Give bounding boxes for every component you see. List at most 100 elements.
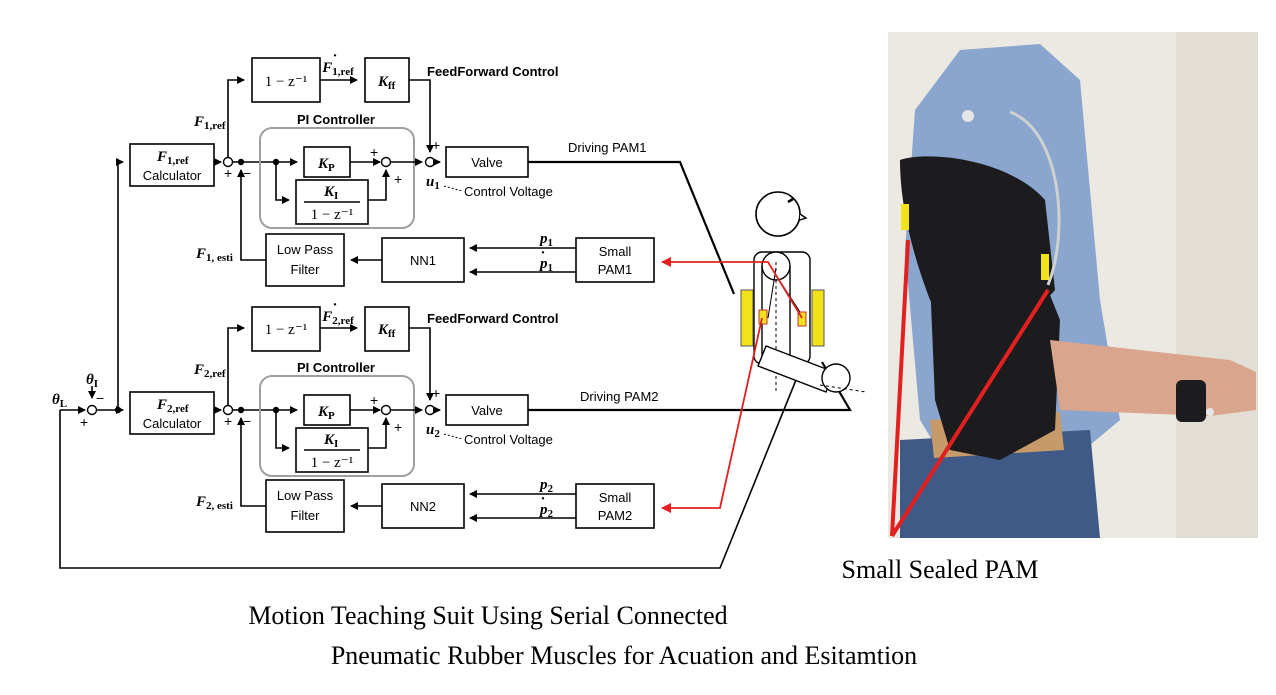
kp1-block [303,146,351,178]
diff2-block [251,306,321,352]
svg-text:+: + [394,171,402,187]
svg-text:Low Pass: Low Pass [277,488,334,503]
sum2-ff [424,404,436,416]
lpf2-block [265,479,345,533]
suit-figure [740,191,867,393]
svg-text:p1: p1 [538,256,553,274]
control-voltage-label-1: Control Voltage [464,184,553,199]
pam-right-icon [811,289,825,347]
calculator2-label: Calculator [143,416,202,431]
small-pam2-block [575,483,655,529]
svg-text:−: − [243,165,251,181]
small-pam1-block [575,237,655,283]
f2ref-label: F2,ref [193,362,226,380]
svg-text:KP: KP [317,404,335,422]
pi-controller-frame-1 [259,127,415,229]
diff1-block [251,57,321,103]
driving-pam1-label: Driving PAM1 [568,140,647,155]
svg-text:θI: θI [86,372,98,390]
u1-label: u1 [426,174,440,192]
u2-label: u2 [426,422,440,440]
svg-text:PAM2: PAM2 [598,508,632,523]
svg-text:+: + [370,144,378,160]
svg-text:·: · [541,491,545,507]
sum1-ff [424,156,436,168]
calculator1-block [129,143,215,187]
photo-caption: Small Sealed PAM [842,555,1039,584]
pi-controller-frame-2 [259,375,415,477]
valve1-label: Valve [471,155,503,170]
svg-text:NN1: NN1 [410,253,436,268]
calculator1-label: Calculator [143,168,202,183]
kff1-block [364,57,410,103]
elbow-sleeve [930,270,1060,460]
svg-text:p2: p2 [538,477,554,495]
svg-text:·: · [333,297,337,313]
f1dot-label: F1,ref [321,60,354,78]
svg-text:+: + [224,165,232,181]
svg-text:1 − z⁻¹: 1 − z⁻¹ [311,455,354,471]
svg-text:KI: KI [323,432,338,450]
f1esti-label: F1, esti [195,246,233,264]
feedforward-label-2: FeedForward Control [427,311,558,326]
pi-controller-label-2: PI Controller [297,360,375,375]
f2dot-label: F2,ref [321,309,354,327]
f1ref-label: F1,ref [193,114,226,132]
figure-head [755,191,801,237]
svg-text:1 − z⁻¹: 1 − z⁻¹ [265,322,308,338]
svg-text:1 − z⁻¹: 1 − z⁻¹ [311,207,354,223]
calculator2-block [129,391,215,435]
svg-text:·: · [333,48,337,64]
svg-text:Kff: Kff [377,322,396,340]
svg-text:Filter: Filter [291,262,321,277]
kff1-text: Kff [377,74,396,92]
f2esti-label: F2, esti [195,494,233,512]
svg-text:KP: KP [317,156,335,174]
svg-text:Low Pass: Low Pass [277,242,334,257]
sum1-pi [380,156,392,168]
control-voltage-label-2: Control Voltage [464,432,553,447]
svg-text:−: − [243,413,251,429]
svg-text:+: + [370,392,378,408]
svg-text:−: − [96,390,104,406]
sensing-arrows [661,257,803,513]
pam-left-icon [740,289,754,347]
svg-text:NN2: NN2 [410,499,436,514]
kp2-block [303,394,351,426]
nn1-block [381,237,465,283]
loop-2: 1 − z⁻¹ F2,ref · Kff FeedForward Control… [129,297,852,533]
valve2-block [445,394,529,426]
feedforward-label-1: FeedForward Control [427,64,558,79]
svg-text:KI: KI [323,184,338,202]
valve1-block [445,146,529,178]
svg-text:+: + [432,137,440,153]
angle-input: θI θL − + [52,158,801,569]
svg-text:+: + [224,413,232,429]
svg-text:F2,ref: F2,ref [156,397,189,415]
sum-angle [86,404,98,416]
svg-text:p2: p2 [538,502,554,520]
svg-text:+: + [80,414,88,430]
svg-text:F1,ref: F1,ref [156,149,189,167]
nn2-block [381,483,465,529]
svg-text:PAM1: PAM1 [598,262,632,277]
loop-1: 1 − z⁻¹ F1,ref · Kff FeedForward Control… [129,48,736,295]
diff1-text: 1 − z⁻¹ [265,74,308,90]
caption-line-1: Motion Teaching Suit Using Serial Connec… [248,601,727,630]
svg-text:Filter: Filter [291,508,321,523]
svg-text:θL: θL [52,392,67,410]
pi-controller-label-1: PI Controller [297,112,375,127]
svg-text:Small: Small [599,244,632,259]
svg-text:p1: p1 [538,231,553,249]
sum2-pi [380,404,392,416]
svg-text:·: · [541,245,545,261]
svg-text:Small: Small [599,490,632,505]
valve2-label: Valve [471,403,503,418]
svg-text:+: + [432,385,440,401]
svg-text:+: + [394,419,402,435]
driving-pam2-label: Driving PAM2 [580,389,659,404]
photo-panel [888,32,1258,538]
caption-line-2: Pneumatic Rubber Muscles for Acuation an… [331,641,917,670]
kff2-block [364,306,410,352]
